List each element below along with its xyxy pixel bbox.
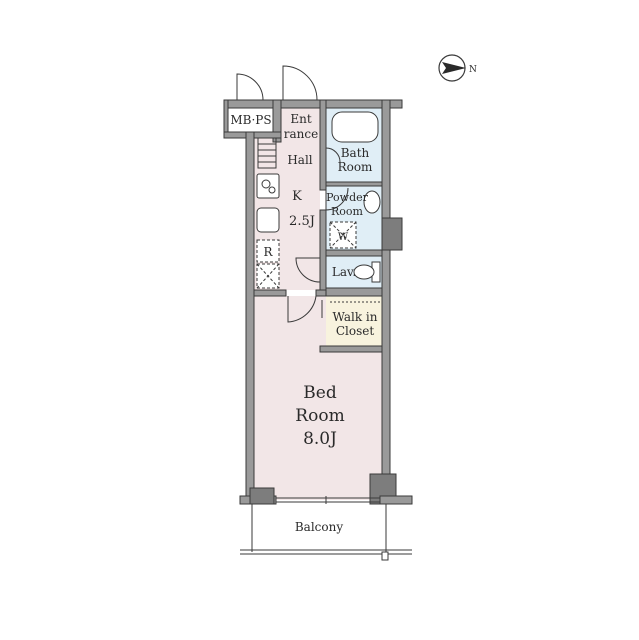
label-washer: W [338, 232, 349, 243]
label-lav: Lav. [332, 265, 356, 279]
label-bedroom-3: 8.0J [303, 429, 337, 449]
wall-mbps-box [223, 99, 229, 137]
wall-bath-powder [325, 181, 383, 187]
balcony-drain [381, 551, 389, 561]
column-bottom-left [249, 487, 275, 505]
door-bedroom [287, 295, 317, 323]
label-bedroom-2: Room [295, 406, 344, 426]
compass-label: N [469, 65, 477, 75]
door-mbps [236, 73, 264, 101]
label-entrance-2: rance [284, 127, 318, 141]
entrance-floor [281, 108, 320, 140]
burner-icon-2 [268, 186, 276, 194]
label-closet-1: Walk in [333, 310, 378, 324]
pipe-shaft [381, 217, 403, 251]
wall-closet-bottom [319, 345, 383, 353]
wall-kitchen-bedroom-2 [315, 289, 327, 297]
wall-lav-closet [325, 287, 383, 297]
label-closet-2: Closet [336, 324, 375, 338]
floor-fills [254, 108, 384, 500]
label-fridge: R [263, 245, 273, 259]
entrance-steps [257, 137, 277, 169]
label-mbps: MB·PS [230, 113, 271, 127]
stove [256, 173, 280, 199]
label-hall: Hall [287, 153, 312, 167]
kitchen-sink [256, 207, 280, 233]
compass: N [438, 54, 477, 82]
label-bath-1: Bath [341, 146, 370, 160]
north-arrow-icon [442, 62, 466, 74]
wall-powder-lav [325, 249, 383, 257]
label-balcony: Balcony [295, 520, 343, 534]
label-kitchen-2: 2.5J [289, 214, 315, 229]
balcony [240, 504, 412, 561]
fixtures [256, 111, 381, 303]
closet-floor [326, 296, 382, 346]
doors [236, 65, 349, 323]
wall-mbps-right [272, 99, 282, 143]
wall-spine [319, 99, 327, 191]
room-labels: MB·PS Ent rance Hall K 2.5J R Bath Room … [230, 112, 377, 534]
powder-sink [363, 190, 381, 214]
label-powder-1: Powder [326, 191, 369, 204]
wall-right [381, 99, 391, 501]
label-kitchen-1: K [292, 189, 302, 204]
balcony-window [276, 496, 380, 504]
door-bath [325, 147, 341, 163]
wall-kitchen-bedroom [253, 289, 287, 297]
label-bath-2: Room [338, 160, 373, 174]
wall-bottom-right [379, 495, 413, 505]
toilet-bowl [353, 264, 375, 280]
burner-icon [261, 179, 271, 189]
label-powder-2: Room [331, 205, 364, 218]
wall-left [245, 131, 255, 505]
fridge-box [256, 239, 280, 263]
label-bedroom-1: Bed [303, 383, 337, 403]
wall-spine-2 [319, 209, 327, 291]
bedroom-floor-notch [320, 290, 324, 350]
door-entrance [282, 65, 318, 101]
bathtub [331, 111, 379, 143]
walls [223, 99, 413, 505]
label-entrance-1: Ent [290, 112, 311, 126]
door-powder [325, 187, 349, 211]
door-lav [295, 257, 321, 283]
wall-top [223, 99, 403, 109]
